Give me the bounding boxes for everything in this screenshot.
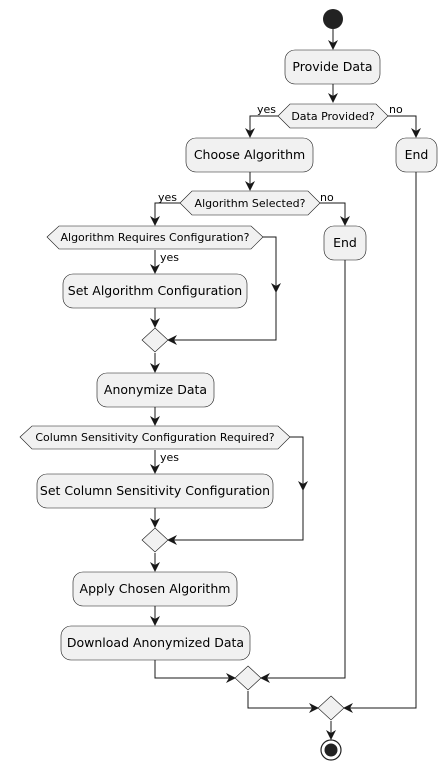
activity-provide-data: Provide Data bbox=[284, 49, 381, 85]
activity-anonymize-data: Anonymize Data bbox=[96, 372, 215, 408]
yes-label: yes bbox=[158, 191, 177, 204]
condition-label: Column Sensitivity Configuration Require… bbox=[35, 431, 274, 444]
condition-label: Algorithm Requires Configuration? bbox=[60, 231, 249, 244]
no-label: no bbox=[389, 103, 403, 116]
branch-labels: yes no yes no yes yes bbox=[158, 103, 403, 464]
merge-diamond-algorithm-selected bbox=[234, 665, 262, 691]
activity-label: Apply Chosen Algorithm bbox=[80, 581, 231, 596]
activity-end-middle: End bbox=[323, 225, 367, 261]
activity-apply-chosen-algorithm: Apply Chosen Algorithm bbox=[72, 571, 238, 607]
merge-diamond-algorithm-config bbox=[141, 327, 169, 353]
decision-algorithm-requires-configuration: Algorithm Requires Configuration? bbox=[46, 225, 264, 250]
condition-label: Algorithm Selected? bbox=[195, 197, 306, 210]
activity-label: Provide Data bbox=[292, 59, 372, 74]
condition-label: Data Provided? bbox=[291, 110, 375, 123]
activity-label: Set Algorithm Configuration bbox=[68, 283, 242, 298]
end-node bbox=[320, 739, 342, 761]
activity-label: Set Column Sensitivity Configuration bbox=[40, 483, 270, 498]
activity-end-right: End bbox=[395, 137, 438, 173]
activity-set-column-sensitivity: Set Column Sensitivity Configuration bbox=[36, 473, 274, 509]
activity-label: End bbox=[333, 235, 357, 250]
yes-label: yes bbox=[160, 251, 179, 264]
activity-label: Choose Algorithm bbox=[194, 147, 305, 162]
activity-choose-algorithm: Choose Algorithm bbox=[185, 137, 314, 173]
activity-set-algorithm-configuration: Set Algorithm Configuration bbox=[62, 273, 248, 309]
yes-label: yes bbox=[160, 451, 179, 464]
activity-download-anonymized-data: Download Anonymized Data bbox=[60, 625, 251, 661]
activity-label: End bbox=[405, 147, 429, 162]
merge-diamond-final bbox=[317, 695, 345, 721]
decision-data-provided: Data Provided? bbox=[277, 103, 389, 129]
start-node bbox=[323, 9, 343, 29]
decision-algorithm-selected: Algorithm Selected? bbox=[179, 190, 321, 216]
merge-diamond-column-sensitivity bbox=[141, 527, 169, 553]
activity-label: Download Anonymized Data bbox=[67, 635, 244, 650]
yes-label: yes bbox=[257, 103, 276, 116]
decision-column-sensitivity-required: Column Sensitivity Configuration Require… bbox=[19, 425, 291, 450]
no-label: no bbox=[320, 191, 334, 204]
activity-label: Anonymize Data bbox=[104, 382, 207, 397]
edges bbox=[150, 29, 421, 740]
